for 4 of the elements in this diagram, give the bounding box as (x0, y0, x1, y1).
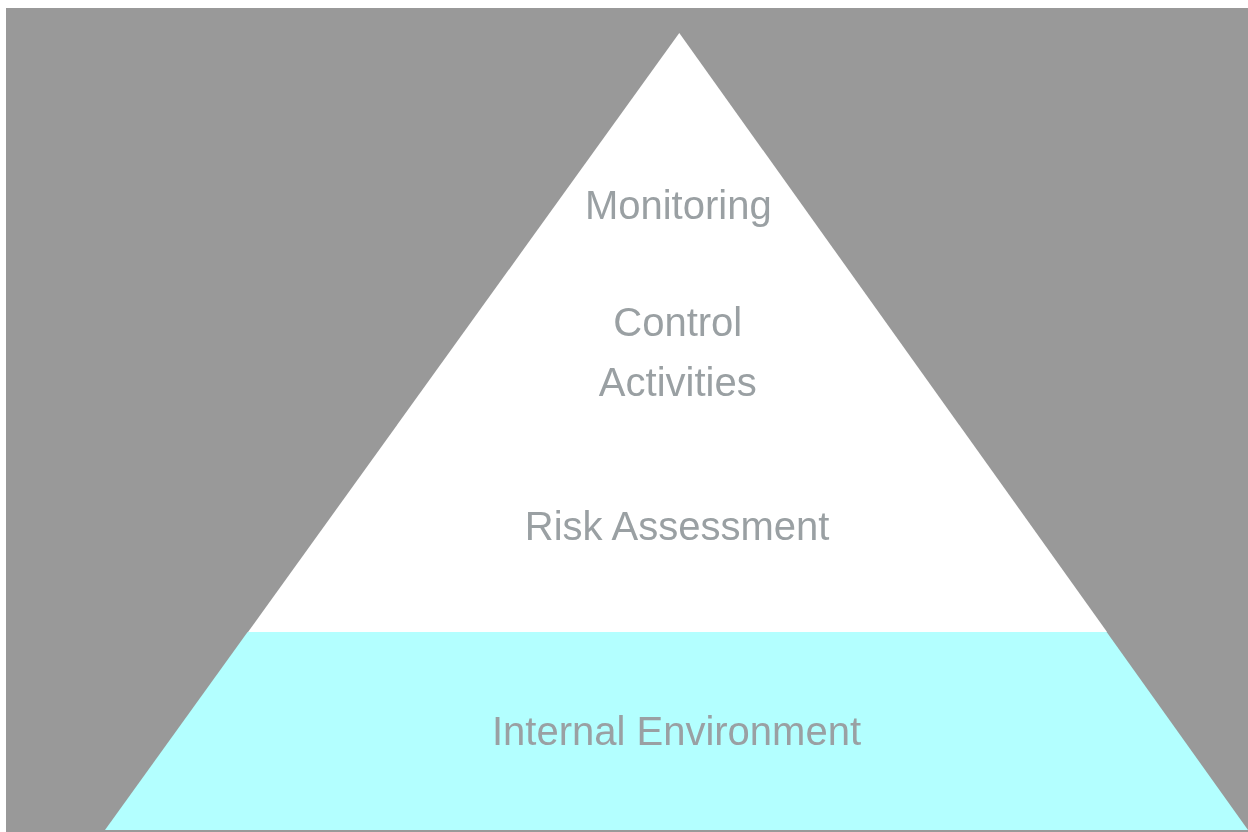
tier-label: Control Activities (597, 299, 758, 406)
tier-label: Risk Assessment (524, 503, 830, 550)
tier-label: Monitoring (584, 182, 772, 229)
tier-label: Internal Environment (491, 708, 862, 755)
